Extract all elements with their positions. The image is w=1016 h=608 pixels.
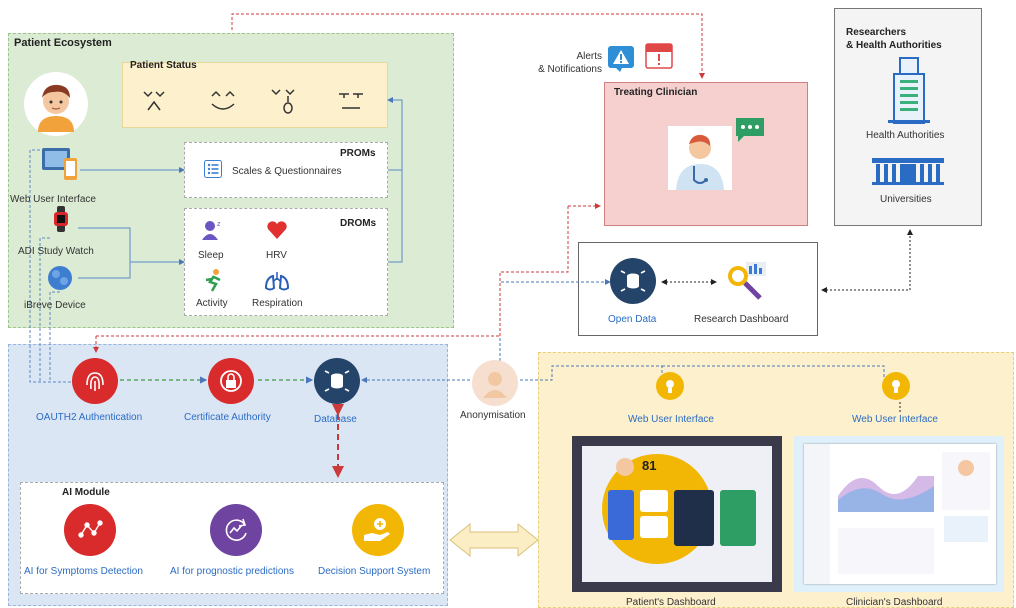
calendar-icon: [644, 40, 674, 75]
droms-item-respiration: Respiration: [252, 298, 303, 309]
patient-score: 81: [642, 458, 657, 473]
database-label: Database: [314, 414, 357, 425]
research-dashboard-label: Research Dashboard: [694, 314, 789, 325]
scales-questionnaires-label: Scales & Questionnaires: [232, 166, 342, 177]
researchers-title: Researchers & Health Authorities: [846, 27, 942, 51]
health-authorities-label: Health Authorities: [866, 130, 945, 141]
face-happy-icon: [208, 86, 238, 119]
dashboard-web-ui-label-1: Web User Interface: [628, 414, 714, 425]
heart-icon: [266, 220, 288, 245]
clinician-dashboard-screenshot: [794, 436, 1004, 592]
tablet-phone-icon: [40, 146, 80, 187]
patient-status-title: Patient Status: [130, 60, 197, 71]
running-icon: [202, 268, 224, 297]
droms-item-sleep: Sleep: [198, 250, 224, 261]
universities-label: Universities: [880, 194, 932, 205]
lungs-icon: [264, 270, 290, 297]
research-analytics-icon: [720, 258, 770, 309]
symptoms-detection-icon: [64, 504, 116, 556]
treating-clinician-title: Treating Clinician: [614, 87, 698, 98]
dashboard-web-ui-label-2: Web User Interface: [852, 414, 938, 425]
watch-icon: [52, 206, 70, 237]
oauth-label: OAUTH2 Authentication: [36, 412, 143, 423]
fingerprint-icon: [72, 358, 118, 404]
proms-title: PROMs: [340, 148, 376, 159]
watch-label: ADI Study Watch: [18, 246, 94, 257]
database-icon: [314, 358, 360, 404]
ai-item-decision-support: Decision Support System: [318, 566, 431, 577]
alerts-label: Alerts & Notifications: [538, 51, 602, 75]
ai-item-prognostic: AI for prognostic predictions: [170, 566, 294, 577]
patient-ecosystem-title: Patient Ecosystem: [14, 37, 112, 49]
certificate-lock-icon: [208, 358, 254, 404]
breve-label: iBreve Device: [24, 300, 86, 311]
face-neutral-icon: [336, 88, 366, 119]
droms-title: DROMs: [340, 218, 377, 229]
web-ui-icon-clinician: [882, 372, 910, 400]
face-crying-icon: [268, 84, 298, 121]
droms-item-activity: Activity: [196, 298, 228, 309]
svg-text:z: z: [217, 221, 221, 228]
open-data-label: Open Data: [608, 314, 657, 325]
droms-item-hrv: HRV: [266, 250, 287, 261]
face-sad-icon: [140, 86, 168, 119]
warning-icon: [606, 44, 636, 79]
open-data-icon: [610, 258, 656, 304]
web-ui-label: Web User Interface: [10, 194, 96, 205]
clinician-dashboard-label: Clinician's Dashboard: [846, 597, 943, 608]
building-icon: [886, 54, 932, 129]
list-icon: [204, 160, 222, 183]
web-ui-icon-patient: [656, 372, 684, 400]
patient-avatar: [24, 72, 88, 136]
patient-dashboard-screenshot: 81: [572, 436, 782, 592]
anonymisation-label: Anonymisation: [460, 410, 526, 421]
certificate-label: Certificate Authority: [184, 412, 271, 423]
ai-item-symptoms: AI for Symptoms Detection: [24, 566, 143, 577]
breve-device-icon: [46, 264, 74, 297]
decision-support-icon: [352, 504, 404, 556]
doctor-illustration: [668, 126, 732, 190]
sleep-icon: z: [200, 218, 224, 245]
university-icon: [870, 158, 946, 191]
chat-bubble-icon: [734, 116, 766, 149]
prognostic-predictions-icon: [210, 504, 262, 556]
patient-dashboard-label: Patient's Dashboard: [626, 597, 716, 608]
anonymous-person-icon: [472, 360, 518, 406]
ai-module-title: AI Module: [62, 487, 110, 498]
